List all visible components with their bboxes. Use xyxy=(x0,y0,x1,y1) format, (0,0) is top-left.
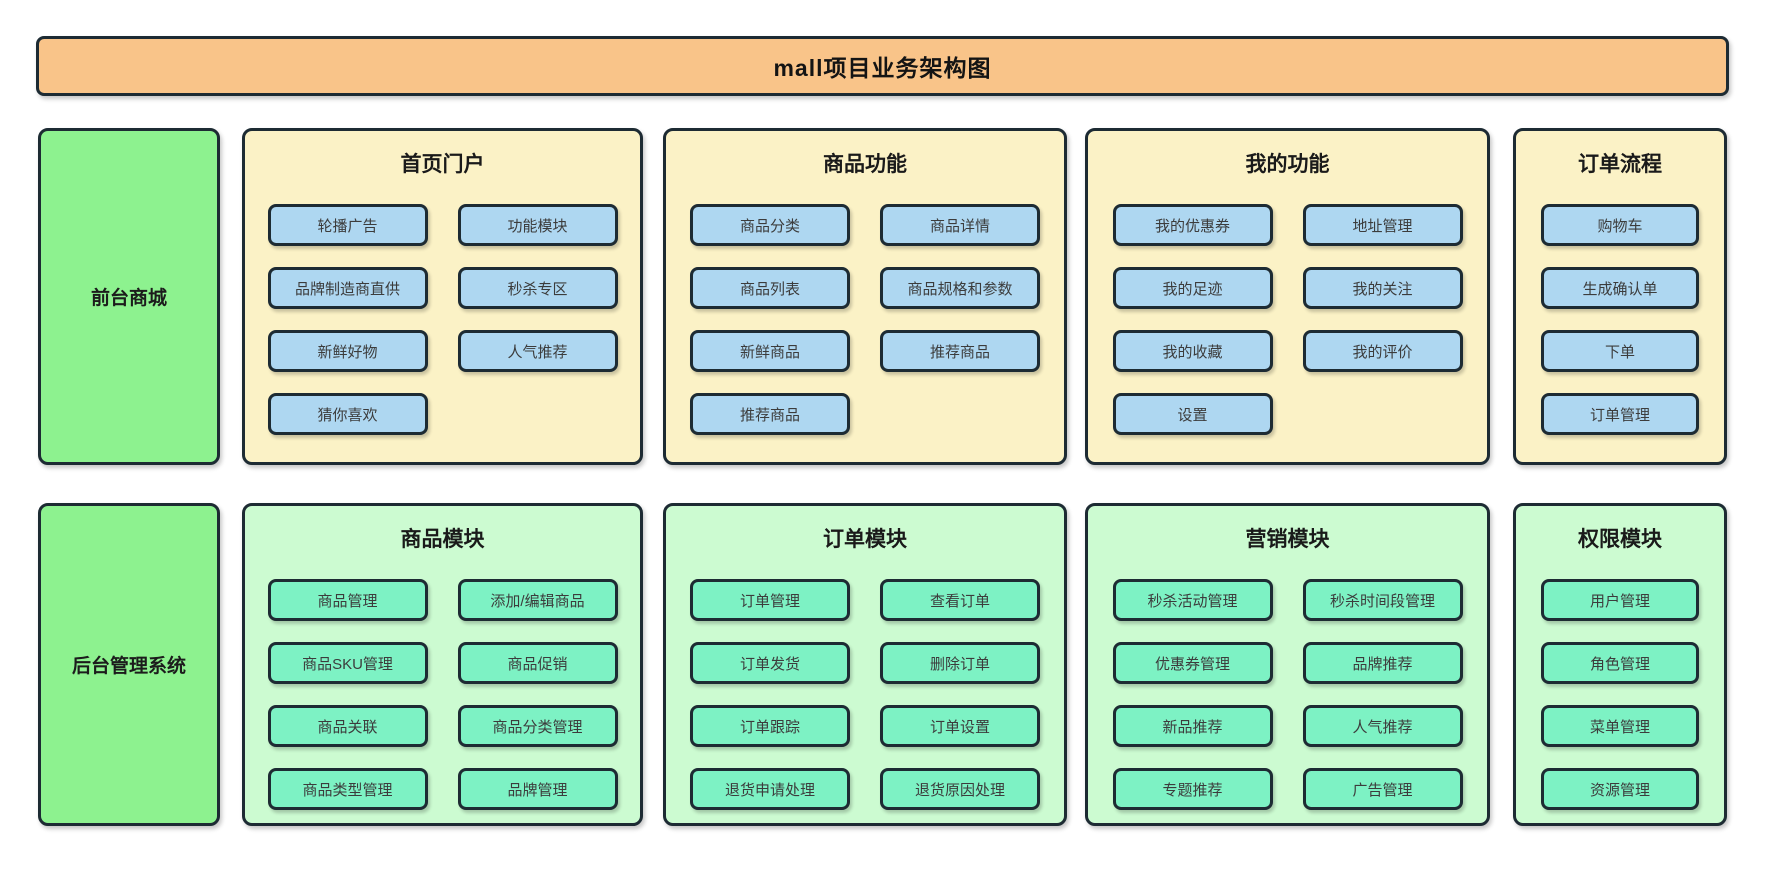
diagram-node: 新鲜商品 xyxy=(690,330,850,372)
panel-title: 我的功能 xyxy=(1245,153,1330,176)
diagram-node: 我的优惠券 xyxy=(1112,204,1273,246)
panel-title: 商品功能 xyxy=(823,153,907,176)
diagram-node: 商品SKU管理 xyxy=(267,642,428,684)
panel-title: 首页门户 xyxy=(400,153,485,176)
diagram-node: 商品关联 xyxy=(267,705,428,747)
diagram-node: 秒杀专区 xyxy=(457,267,618,309)
diagram-node: 订单管理 xyxy=(690,579,850,621)
diagram-node: 订单发货 xyxy=(690,642,850,684)
diagram-title: mall项目业务架构图 xyxy=(773,55,992,81)
node-grid: 商品分类商品详情商品列表商品规格和参数新鲜商品推荐商品推荐商品 xyxy=(666,204,1064,435)
panel-title: 订单模块 xyxy=(823,528,907,551)
diagram-node: 品牌推荐 xyxy=(1302,642,1463,684)
panel-order-module: 订单模块订单管理查看订单订单发货删除订单订单跟踪订单设置退货申请处理退货原因处理 xyxy=(663,503,1067,826)
side-label-text: 前台商城 xyxy=(90,288,167,309)
diagram-node: 生成确认单 xyxy=(1541,267,1699,309)
diagram-node: 商品类型管理 xyxy=(267,768,428,810)
diagram-node: 资源管理 xyxy=(1541,768,1699,810)
node-grid: 订单管理查看订单订单发货删除订单订单跟踪订单设置退货申请处理退货原因处理 xyxy=(666,579,1064,810)
backend-admin-section: 后台管理系统 商品模块商品管理添加/编辑商品商品SKU管理商品促销商品关联商品分类… xyxy=(0,503,1765,826)
diagram-node: 删除订单 xyxy=(880,642,1040,684)
node-grid: 秒杀活动管理秒杀时间段管理优惠券管理品牌推荐新品推荐人气推荐专题推荐广告管理 xyxy=(1088,579,1487,810)
diagram-node: 退货原因处理 xyxy=(880,768,1040,810)
diagram-node: 订单管理 xyxy=(1541,393,1699,435)
node-grid: 购物车生成确认单下单订单管理 xyxy=(1516,204,1724,435)
diagram-node: 功能模块 xyxy=(457,204,618,246)
side-label-frontend-mall: 前台商城 xyxy=(38,128,220,465)
diagram-node: 商品规格和参数 xyxy=(880,267,1040,309)
diagram-node: 推荐商品 xyxy=(880,330,1040,372)
diagram-node: 商品管理 xyxy=(267,579,428,621)
diagram-node: 退货申请处理 xyxy=(690,768,850,810)
diagram-node: 品牌制造商直供 xyxy=(267,267,428,309)
diagram-node: 秒杀活动管理 xyxy=(1112,579,1273,621)
diagram-node: 下单 xyxy=(1541,330,1699,372)
diagram-node: 用户管理 xyxy=(1541,579,1699,621)
diagram-title-banner: mall项目业务架构图 xyxy=(36,36,1729,96)
diagram-node: 我的足迹 xyxy=(1112,267,1273,309)
diagram-node: 人气推荐 xyxy=(457,330,618,372)
diagram-node: 购物车 xyxy=(1541,204,1699,246)
panel-title: 商品模块 xyxy=(400,528,485,551)
panel-title: 权限模块 xyxy=(1578,528,1662,551)
diagram-node: 秒杀时间段管理 xyxy=(1302,579,1463,621)
diagram-node: 商品促销 xyxy=(457,642,618,684)
diagram-node: 人气推荐 xyxy=(1302,705,1463,747)
node-grid: 我的优惠券地址管理我的足迹我的关注我的收藏我的评价设置 xyxy=(1088,204,1487,435)
diagram-node: 商品详情 xyxy=(880,204,1040,246)
diagram-node: 设置 xyxy=(1112,393,1273,435)
diagram-node: 商品分类 xyxy=(690,204,850,246)
diagram-node: 新品推荐 xyxy=(1112,705,1273,747)
node-grid: 用户管理角色管理菜单管理资源管理 xyxy=(1516,579,1724,810)
diagram-node: 商品分类管理 xyxy=(457,705,618,747)
diagram-node: 品牌管理 xyxy=(457,768,618,810)
diagram-node: 添加/编辑商品 xyxy=(457,579,618,621)
diagram-node: 我的评价 xyxy=(1302,330,1463,372)
diagram-node: 查看订单 xyxy=(880,579,1040,621)
panel-product-module: 商品模块商品管理添加/编辑商品商品SKU管理商品促销商品关联商品分类管理商品类型… xyxy=(242,503,643,826)
node-grid: 商品管理添加/编辑商品商品SKU管理商品促销商品关联商品分类管理商品类型管理品牌… xyxy=(245,579,640,810)
panel-permission-module: 权限模块用户管理角色管理菜单管理资源管理 xyxy=(1513,503,1727,826)
diagram-node: 角色管理 xyxy=(1541,642,1699,684)
diagram-node: 轮播广告 xyxy=(267,204,428,246)
panel-title: 营销模块 xyxy=(1245,528,1330,551)
panel-my-features: 我的功能我的优惠券地址管理我的足迹我的关注我的收藏我的评价设置 xyxy=(1085,128,1490,465)
panel-order-flow: 订单流程购物车生成确认单下单订单管理 xyxy=(1513,128,1727,465)
side-label-text: 后台管理系统 xyxy=(71,656,186,677)
diagram-node: 优惠券管理 xyxy=(1112,642,1273,684)
side-label-backend-admin: 后台管理系统 xyxy=(38,503,220,826)
diagram-node: 订单设置 xyxy=(880,705,1040,747)
panel-home-portal: 首页门户轮播广告功能模块品牌制造商直供秒杀专区新鲜好物人气推荐猜你喜欢 xyxy=(242,128,643,465)
frontend-mall-section: 前台商城首页门户轮播广告功能模块品牌制造商直供秒杀专区新鲜好物人气推荐猜你喜欢商… xyxy=(0,128,1765,465)
diagram-node: 专题推荐 xyxy=(1112,768,1273,810)
diagram-node: 我的收藏 xyxy=(1112,330,1273,372)
diagram-node: 推荐商品 xyxy=(690,393,850,435)
diagram-node: 新鲜好物 xyxy=(267,330,428,372)
node-grid: 轮播广告功能模块品牌制造商直供秒杀专区新鲜好物人气推荐猜你喜欢 xyxy=(245,204,640,435)
diagram-node: 商品列表 xyxy=(690,267,850,309)
diagram-node: 我的关注 xyxy=(1302,267,1463,309)
panel-title: 订单流程 xyxy=(1578,153,1662,176)
panel-product-features: 商品功能商品分类商品详情商品列表商品规格和参数新鲜商品推荐商品推荐商品 xyxy=(663,128,1067,465)
diagram-node: 地址管理 xyxy=(1302,204,1463,246)
diagram-node: 猜你喜欢 xyxy=(267,393,428,435)
panel-marketing-module: 营销模块秒杀活动管理秒杀时间段管理优惠券管理品牌推荐新品推荐人气推荐专题推荐广告… xyxy=(1085,503,1490,826)
diagram-node: 广告管理 xyxy=(1302,768,1463,810)
diagram-node: 菜单管理 xyxy=(1541,705,1699,747)
diagram-node: 订单跟踪 xyxy=(690,705,850,747)
